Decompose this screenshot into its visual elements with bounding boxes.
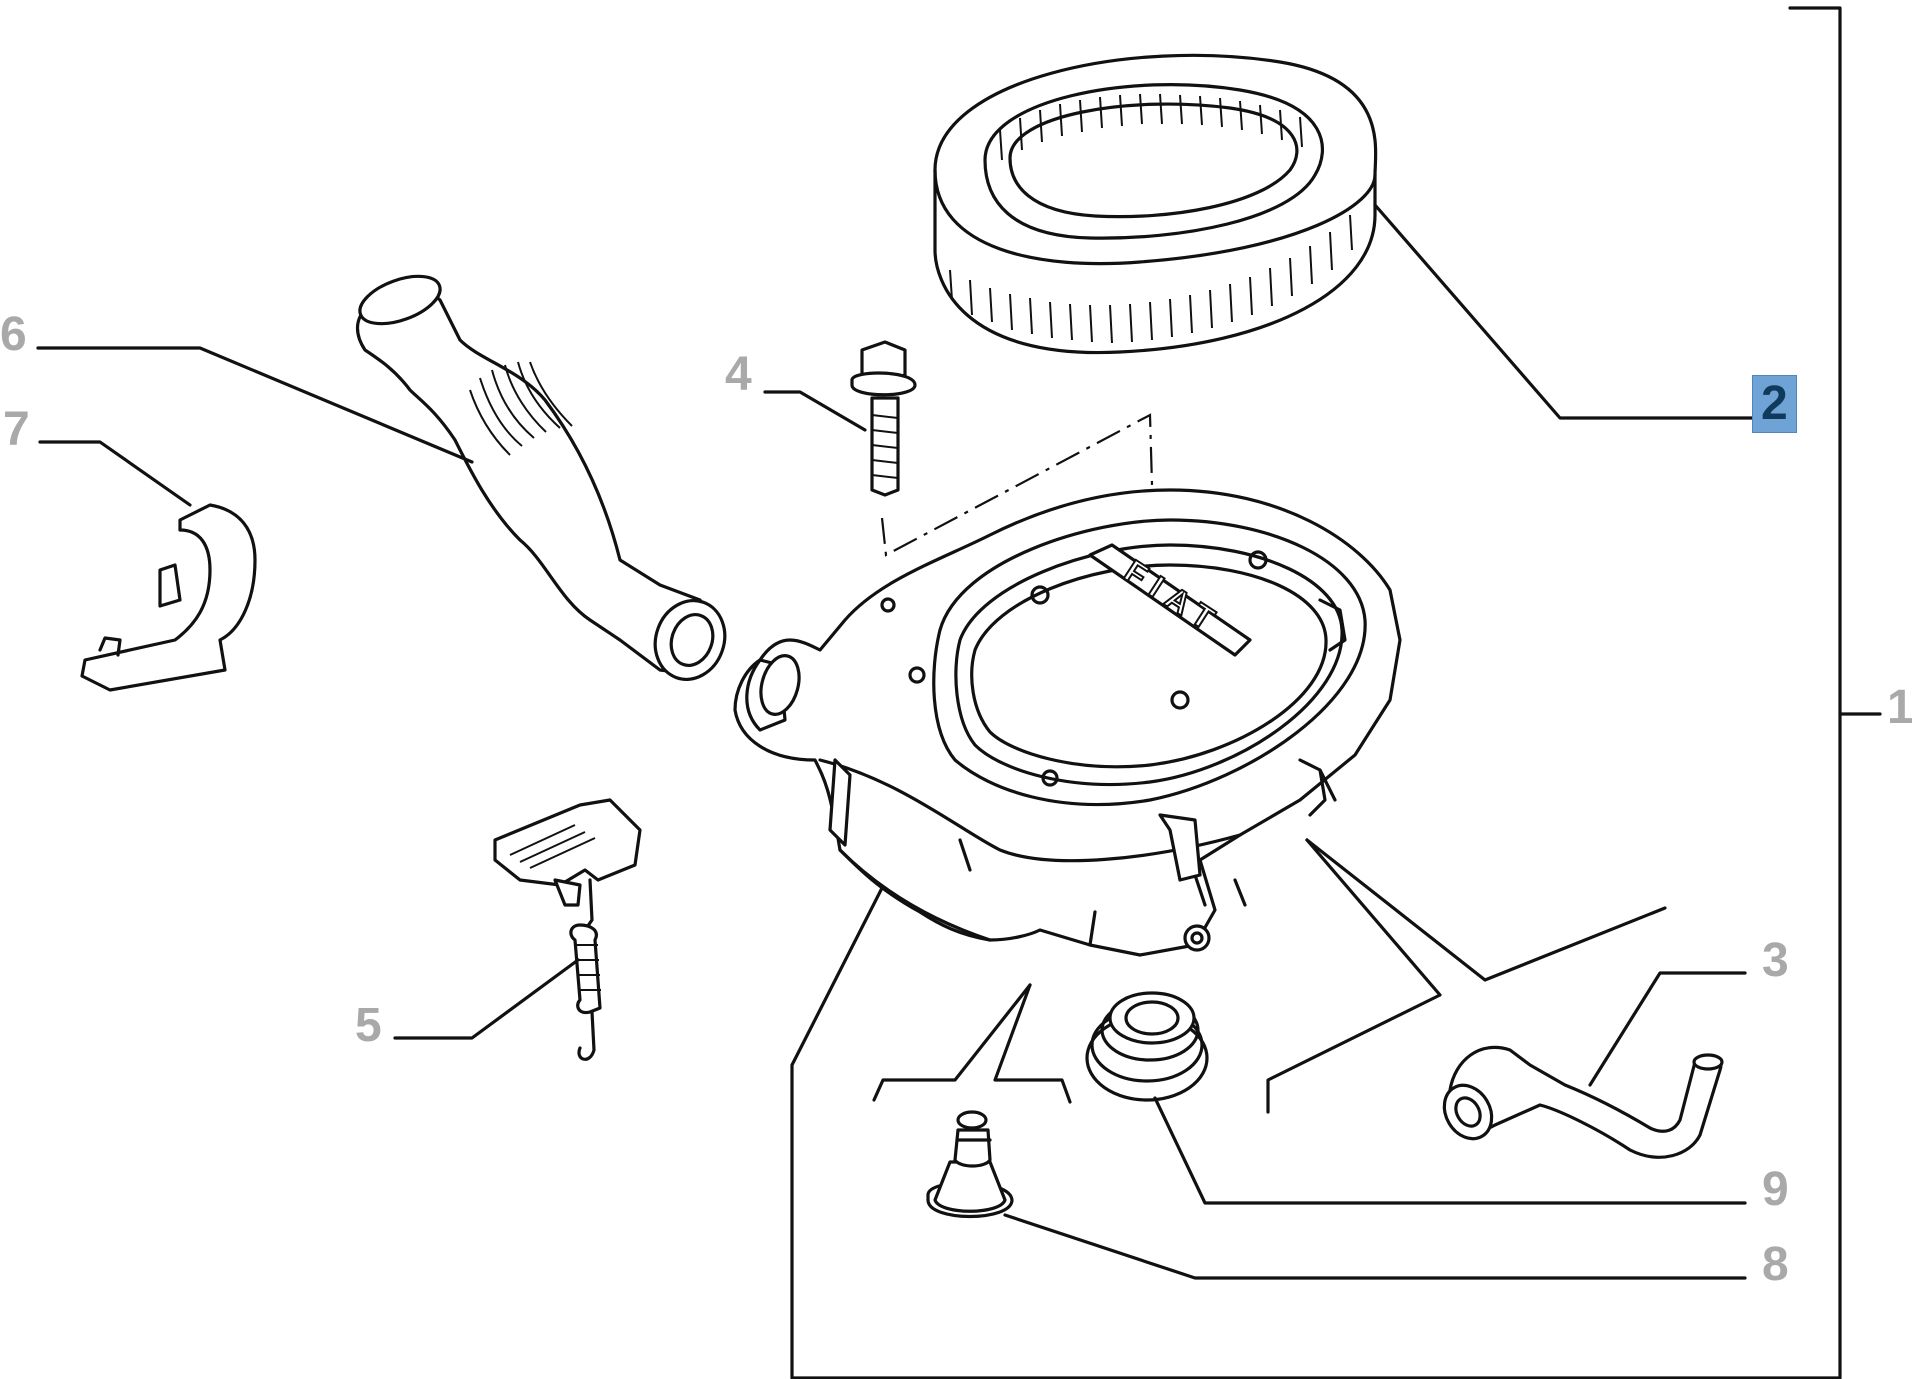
bolt-mounting-axis [880,413,1154,557]
callout-7[interactable]: 7 [3,403,30,456]
plug-part [926,1110,1014,1219]
callout-4[interactable]: 4 [725,348,752,401]
grommet-part [1085,991,1209,1102]
leader-line-2 [1373,203,1762,420]
bolt-part [850,340,917,497]
filter-pleats [949,93,1353,344]
leader-line-5 [393,958,580,1040]
callout-5[interactable]: 5 [355,999,382,1052]
intake-hose-part [355,274,727,681]
leader-line-6 [36,346,474,464]
callout-6[interactable]: 6 [0,308,27,361]
filter-element-part [933,53,1378,355]
callout-2[interactable]: 2 [1752,375,1797,433]
callout-3[interactable]: 3 [1762,934,1789,987]
latch-part [493,798,642,1061]
air-filter-housing-part: FIAT [733,488,1402,957]
callout-9[interactable]: 9 [1762,1163,1789,1216]
leader-line-7 [38,440,192,507]
clip-part [80,503,257,692]
vent-tube-part [1442,1045,1724,1159]
assembly-bracket-1 [790,6,1882,1379]
callout-8[interactable]: 8 [1762,1238,1789,1291]
exploded-guide-lines [872,838,1667,1114]
leader-line-4 [763,390,867,432]
leader-line-8 [1003,1213,1747,1280]
leader-line-3 [1588,971,1747,1087]
leader-lines [36,203,1762,1280]
callout-1[interactable]: 1 [1887,681,1912,734]
leader-line-9 [1153,1096,1747,1205]
